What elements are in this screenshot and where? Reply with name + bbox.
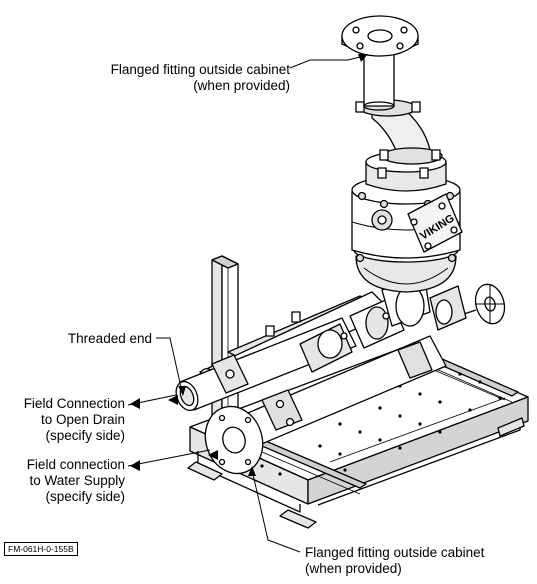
callout-drain-line3: (specify side)	[45, 428, 125, 443]
supply-flange	[204, 405, 264, 475]
callout-bottom-flange-line1: Flanged fitting outside cabinet	[305, 545, 485, 560]
callout-supply-line1: Field connection	[26, 457, 125, 472]
outlet-flange	[341, 15, 419, 57]
callout-bottom-flange-line2: (when provided)	[305, 561, 402, 576]
callout-supply-line2: to Water Supply	[29, 473, 125, 488]
callout-drain-line2: to Open Drain	[40, 412, 125, 427]
drawing-number: FM-061H-0-155B	[4, 542, 78, 556]
arrow-heads	[130, 54, 368, 476]
callout-threaded-end-text: Threaded end	[67, 331, 152, 346]
callout-top-flange-line1: Flanged fitting outside cabinet	[110, 62, 290, 77]
trim-fittings	[299, 273, 431, 373]
callout-top-flange: Flanged fitting outside cabinet (when pr…	[111, 62, 290, 94]
callout-drain: Field Connection to Open Drain (specify …	[24, 396, 125, 444]
handwheel	[429, 283, 506, 331]
callout-bottom-flange: Flanged fitting outside cabinet (when pr…	[305, 545, 484, 577]
connection-arrows	[168, 395, 218, 460]
callout-threaded-end: Threaded end	[68, 331, 152, 347]
callout-supply-line3: (specify side)	[45, 489, 125, 504]
callout-drain-line1: Field Connection	[23, 396, 125, 411]
deluge-valve	[351, 175, 463, 293]
riser-pipe	[355, 53, 443, 165]
callout-supply: Field connection to Water Supply (specif…	[27, 457, 125, 505]
callout-top-flange-line2: (when provided)	[193, 78, 290, 93]
